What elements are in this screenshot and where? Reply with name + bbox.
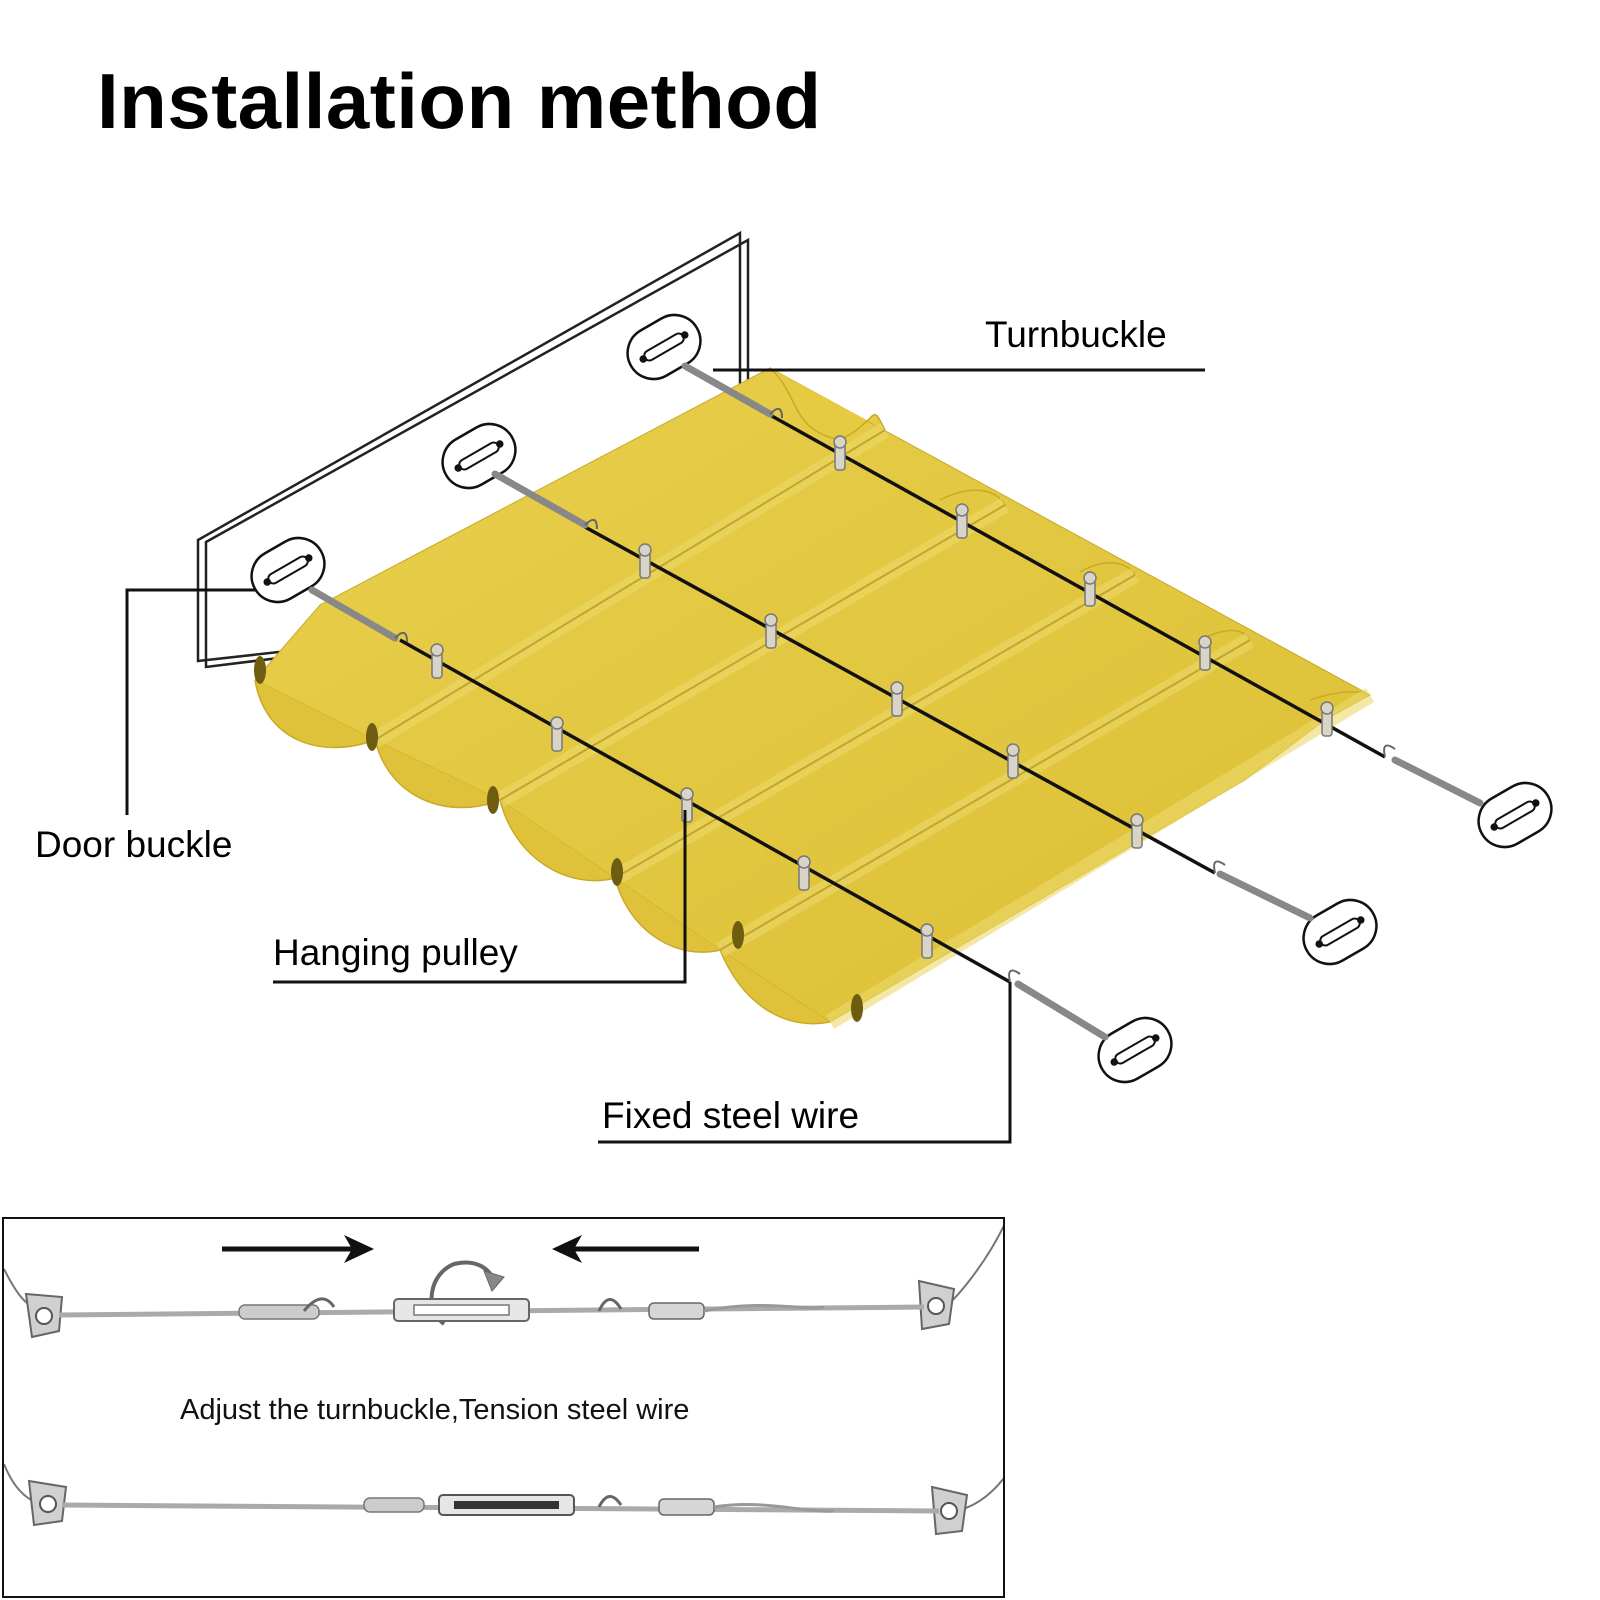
arrow-right-icon [222,1235,374,1263]
door-buckle-icon [1302,898,1378,966]
leader-hanging-pulley [273,810,687,984]
shade-canopy [254,367,1375,1029]
eye-plate-icon [27,1479,68,1527]
pulley-icon [797,855,811,891]
label-fixed-steel-wire: Fixed steel wire [602,1095,860,1136]
leader-fixed-steel-wire [598,982,1012,1144]
pulley-icon [955,503,969,539]
pulley-icon [833,435,847,471]
pulley-icon [764,613,778,649]
pulley-icon [430,643,444,679]
door-buckle-icon [250,536,326,604]
wire-assembly-before [4,1224,1003,1339]
pulley-icon [550,716,564,752]
pulley-icon [1320,701,1334,737]
page-title: Installation method [97,57,822,145]
door-buckle-icon [1477,781,1553,849]
pulley-icon [638,543,652,579]
turnbuckle-detail-illustration: Adjust the turnbuckle,Tension steel wire [4,1224,1003,1536]
eye-plate-icon [24,1292,64,1339]
turnbuckle-icons [308,362,1484,1041]
label-hanging-pulley: Hanging pulley [273,932,518,973]
pulley-icon [680,787,694,823]
label-door-buckle: Door buckle [35,824,233,865]
pulley-icon [1130,813,1144,849]
pulley-icon [1083,571,1097,607]
pulley-icon [890,681,904,717]
arrow-left-icon [552,1235,699,1263]
pulley-icon [1198,635,1212,671]
leader-door-buckle [125,588,256,815]
wire-assembly-after [4,1463,1003,1536]
pulley-icon [920,923,934,959]
leader-lines [125,368,1205,1144]
turnbuckle-detail-panel: Adjust the turnbuckle,Tension steel wire [2,1217,1005,1598]
door-buckle-plates [250,313,1553,1084]
pulley-icon [1006,743,1020,779]
direction-arrows [222,1235,699,1263]
eye-plate-icon [917,1279,956,1331]
label-turnbuckle: Turnbuckle [985,314,1167,355]
detail-caption: Adjust the turnbuckle,Tension steel wire [180,1394,689,1426]
door-buckle-icon [441,422,517,490]
eye-plate-icon [930,1485,969,1536]
door-buckle-icon [626,313,702,381]
door-buckle-icon [1097,1016,1173,1084]
